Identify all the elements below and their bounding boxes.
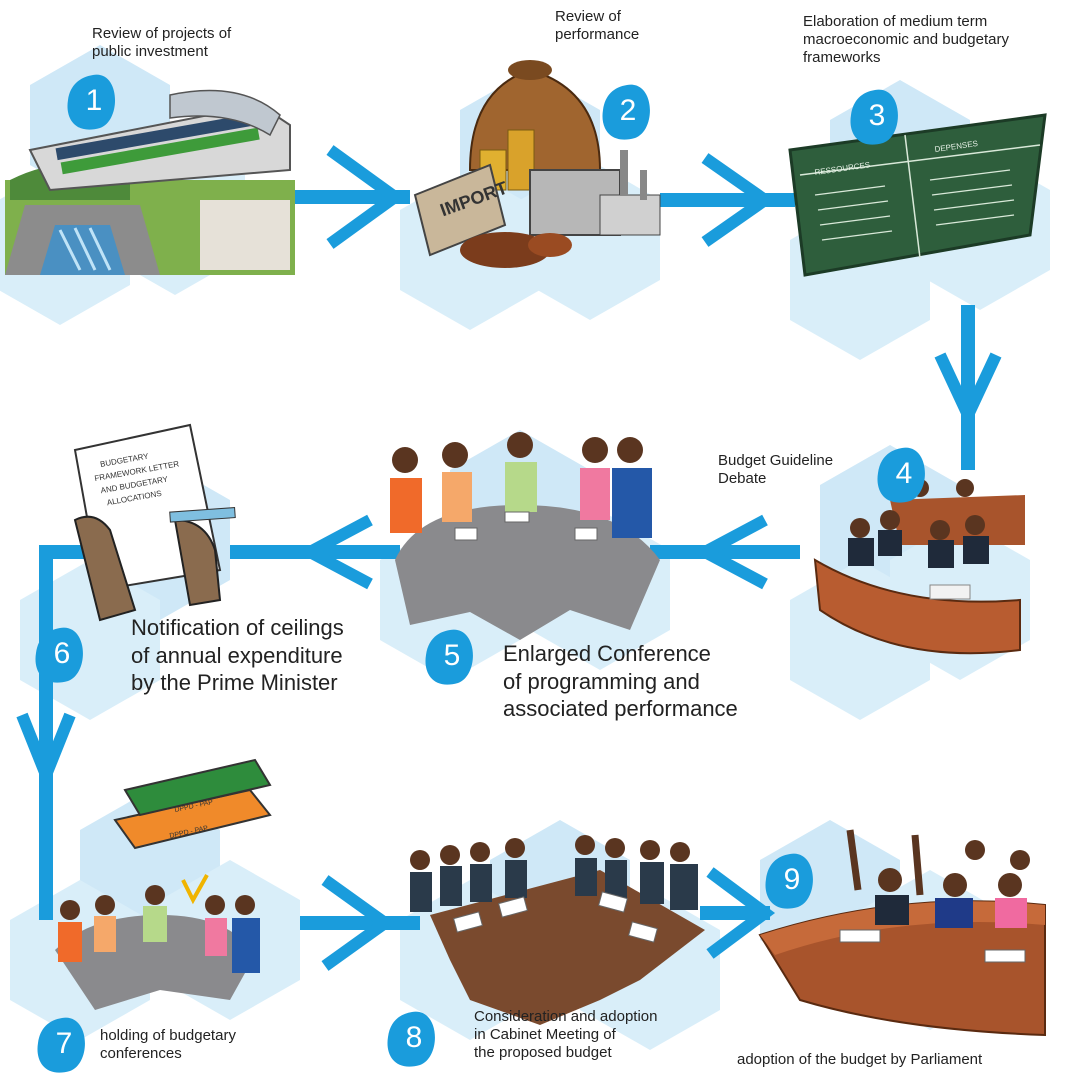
- step-5-label: Enlarged Conference of programming and a…: [503, 641, 738, 721]
- step-4-label: Budget Guideline Debate: [718, 452, 834, 487]
- step-8-number: 8: [405, 1021, 423, 1054]
- step-9-label: adoption of the budget by Parliament: [737, 1051, 983, 1068]
- step-3-label: Elaboration of medium term macroeconomic…: [803, 13, 1009, 66]
- step8-illustration: [410, 835, 705, 1025]
- number-badges: [35, 74, 925, 1073]
- step-3-number: 3: [868, 99, 886, 132]
- step-6-label: Notification of ceilings of annual expen…: [131, 615, 344, 695]
- step-1-label: Review of projects of public investment: [92, 25, 232, 60]
- step-4-number: 4: [895, 457, 913, 490]
- step-9-number: 9: [783, 863, 801, 896]
- step-2-label: Review of performance: [555, 8, 640, 43]
- step-7-label: holding of budgetary conferences: [100, 1027, 236, 1062]
- step-1-number: 1: [85, 84, 103, 117]
- step9-illustration: [758, 829, 1046, 1037]
- step2-illustration: IMPORT: [413, 60, 661, 268]
- step-8-label: Consideration and adoption in Cabinet Me…: [474, 1008, 658, 1061]
- step-2-number: 2: [619, 94, 637, 127]
- step5-illustration: [390, 432, 660, 640]
- step7-illustration: DPPD - PAP DPPD - PAP: [55, 758, 272, 1010]
- step-5-number: 5: [443, 639, 461, 672]
- step6-illustration: BUDGETARY FRAMEWORK LETTER AND BUDGETARY…: [73, 423, 236, 622]
- step4-illustration: [813, 479, 1025, 655]
- step1-illustration: [5, 89, 295, 275]
- step3-illustration: RESSOURCES DEPENSES: [788, 113, 1047, 277]
- flow-arrows: [16, 145, 1002, 971]
- step-6-number: 6: [53, 637, 71, 670]
- step-7-number: 7: [55, 1027, 73, 1060]
